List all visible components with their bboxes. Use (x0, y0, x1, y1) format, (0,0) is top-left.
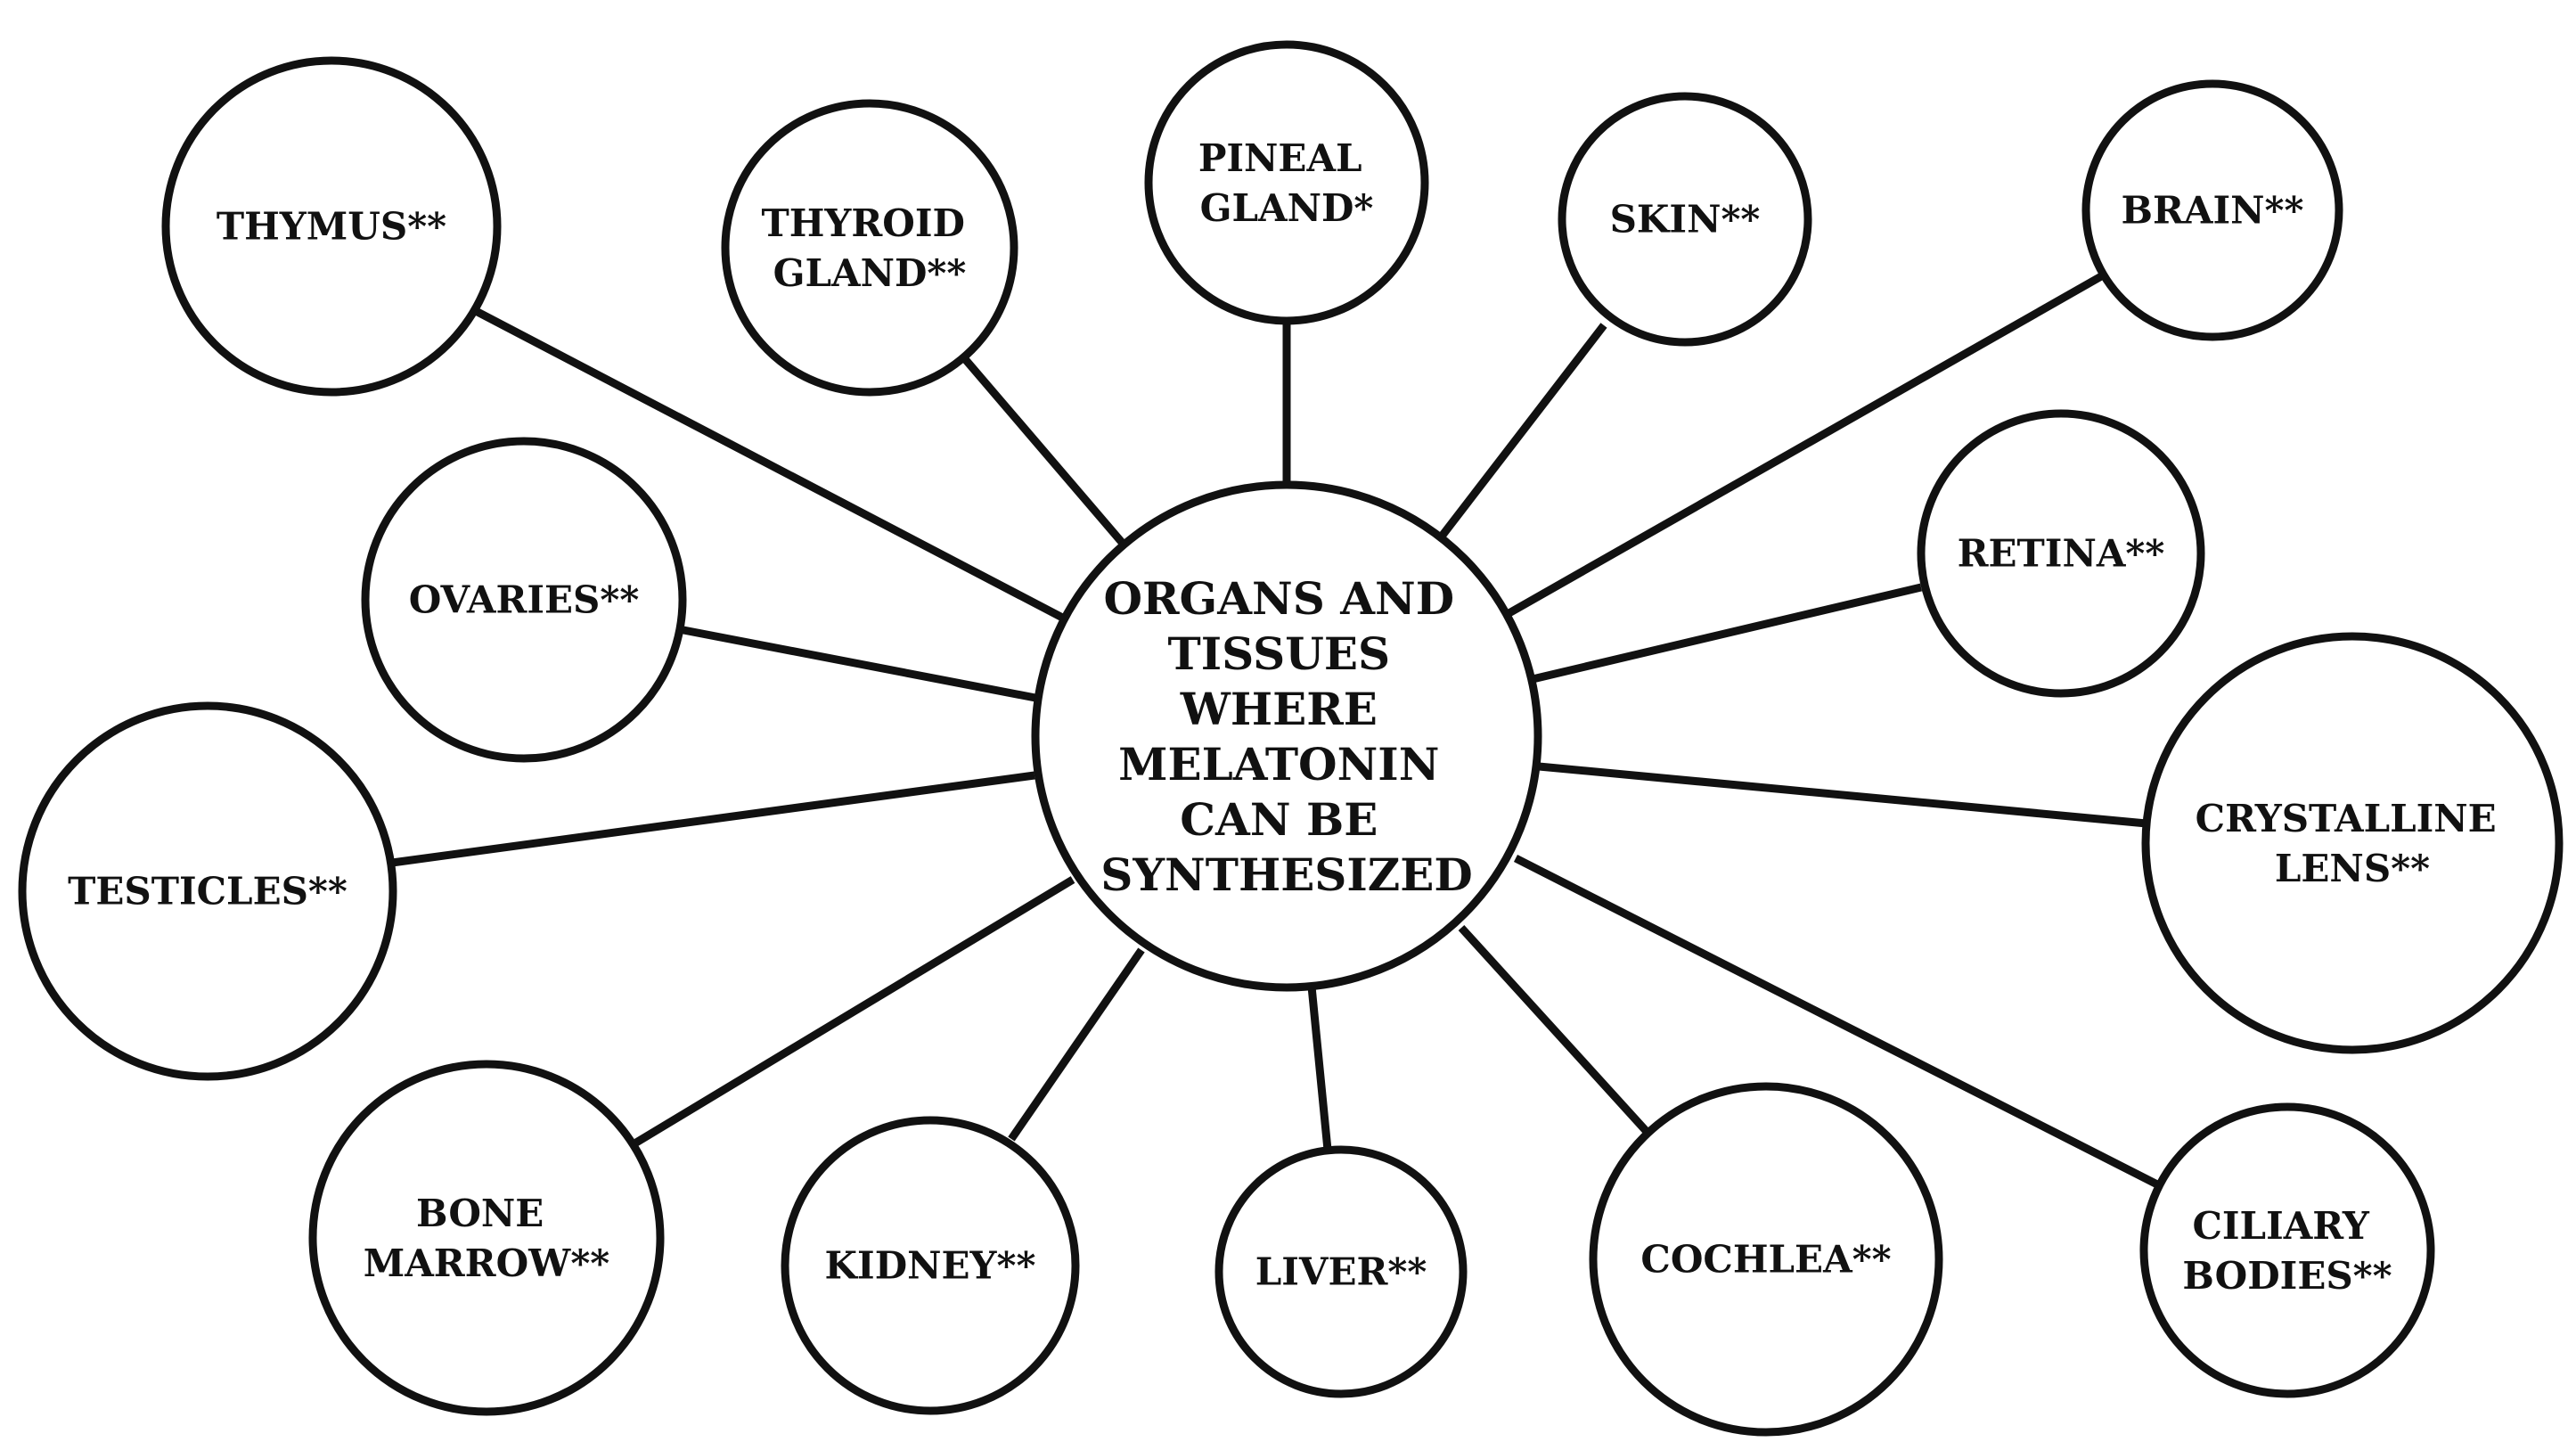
node-circle (18, 701, 397, 1081)
node-circle (721, 99, 1018, 397)
node-retina: RETINA** (1917, 409, 2205, 698)
center-node: ORGANS AND TISSUES WHERE MELATONIN CAN B… (1031, 480, 1542, 992)
node-label-line: CRYSTALLINE (2196, 797, 2497, 840)
node-testicles: TESTICLES** (18, 701, 397, 1081)
node-circle (361, 437, 687, 763)
node-label: RETINA** (1958, 532, 2165, 576)
node-circle (1558, 92, 1812, 347)
node-circle (781, 1116, 1080, 1415)
node-label-line: PINEAL (1198, 136, 1362, 180)
connector-ovaries (683, 626, 1036, 702)
center-label-line: WHERE (1180, 683, 1378, 735)
node-label: CRYSTALLINE LENS** (2196, 797, 2510, 890)
node-label: KIDNEY** (825, 1244, 1036, 1288)
node-label-line: BONE (416, 1192, 544, 1235)
node-label: COCHLEA** (1640, 1238, 1891, 1282)
connectors (391, 272, 2162, 1190)
node-circle (2141, 632, 2564, 1054)
node-circle (1214, 1145, 1468, 1398)
node-brain: BRAIN** (2081, 79, 2343, 341)
node-circle (1589, 1082, 1943, 1437)
node-label: LIVER** (1255, 1250, 1427, 1294)
node-cochlea: COCHLEA** (1589, 1082, 1943, 1437)
connector-ciliary-bodies (1513, 854, 2162, 1190)
node-label-line: MARROW** (364, 1241, 610, 1285)
connector-crystalline-lens (1538, 762, 2147, 828)
node-label-line: BODIES** (2182, 1254, 2392, 1298)
connector-retina (1531, 583, 1923, 684)
node-label: BRAIN** (2122, 189, 2304, 233)
center-label-line: ORGANS AND (1103, 572, 1454, 625)
center-label-line: MELATONIN (1118, 738, 1439, 791)
connector-liver (1307, 986, 1332, 1151)
center-label-line: TISSUES (1168, 627, 1391, 680)
connector-skin (1437, 323, 1607, 540)
center-label-line: SYNTHESIZED (1100, 848, 1473, 901)
node-circle (308, 1060, 665, 1416)
node-label-line: CILIARY (2192, 1204, 2369, 1248)
node-ciliary-bodies: CILIARY BODIES** (2139, 1102, 2435, 1398)
node-label-line: THYROID (761, 201, 964, 245)
connector-testicles (391, 771, 1035, 867)
node-label: THYMUS** (217, 205, 446, 249)
node-label: PINEAL GLAND* (1198, 136, 1375, 230)
node-kidney: KIDNEY** (781, 1116, 1080, 1415)
center-circle (1031, 480, 1542, 992)
node-label-line: GLAND** (773, 251, 967, 295)
connector-thyroid-gland (962, 357, 1128, 548)
connector-brain (1503, 272, 2106, 619)
node-circle (1144, 40, 1429, 325)
node-circle (2139, 1102, 2435, 1398)
node-skin: SKIN** (1558, 92, 1812, 347)
node-ovaries: OVARIES** (361, 437, 687, 763)
node-label: BONE MARROW** (364, 1192, 610, 1285)
node-label: SKIN** (1610, 198, 1761, 242)
node-thyroid-gland: THYROID GLAND** (721, 99, 1018, 397)
node-pineal-gland: PINEAL GLAND* (1144, 40, 1429, 325)
node-circle (1917, 409, 2205, 698)
node-liver: LIVER** (1214, 1145, 1468, 1398)
node-circle (161, 56, 502, 397)
node-crystalline-lens: CRYSTALLINE LENS** (2141, 632, 2564, 1054)
connector-thymus (473, 307, 1072, 625)
connector-bone-marrow (634, 876, 1075, 1146)
node-label-line: GLAND* (1200, 186, 1374, 230)
node-thymus: THYMUS** (161, 56, 502, 397)
node-label: THYROID GLAND** (761, 201, 977, 295)
center-label: ORGANS AND TISSUES WHERE MELATONIN CAN B… (1100, 572, 1473, 901)
node-label: TESTICLES** (68, 870, 348, 914)
node-bone-marrow: BONE MARROW** (308, 1060, 665, 1416)
center-label-line: CAN BE (1180, 793, 1378, 846)
node-label-line: LENS** (2275, 847, 2430, 890)
node-circle (2081, 79, 2343, 341)
connector-kidney (1008, 947, 1145, 1142)
connector-cochlea (1458, 924, 1653, 1138)
node-label: CILIARY BODIES** (2182, 1204, 2392, 1298)
node-label: OVARIES** (409, 578, 640, 622)
